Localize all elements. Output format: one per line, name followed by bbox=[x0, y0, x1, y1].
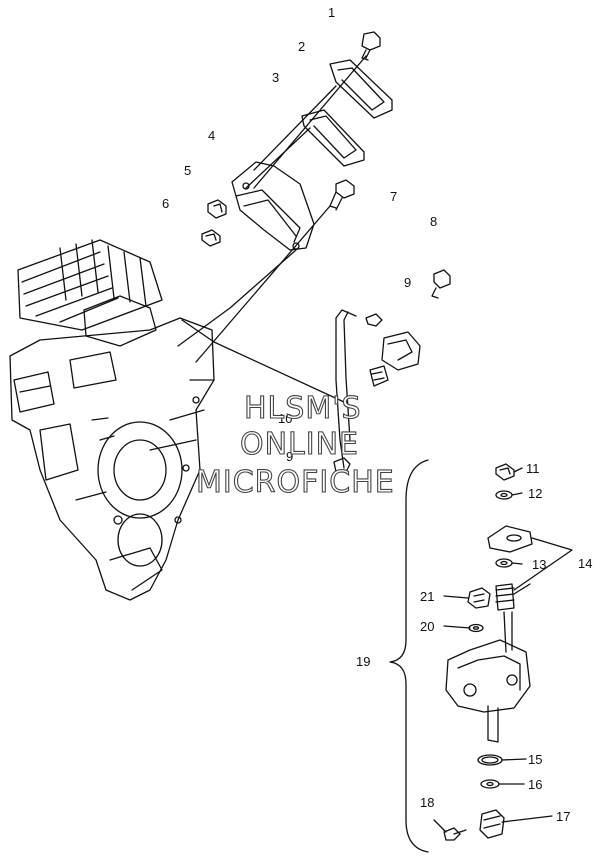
part-5-nut bbox=[207, 199, 227, 219]
part-11-nut bbox=[495, 463, 515, 481]
part-1-bolt bbox=[361, 31, 381, 61]
callout-6: 6 bbox=[162, 196, 169, 211]
part-2-cover-plate bbox=[329, 59, 393, 119]
callout-14: 14 bbox=[578, 556, 592, 571]
assembly-bracket-19 bbox=[389, 459, 429, 853]
callout-18: 18 bbox=[420, 795, 434, 810]
engine-crankcase bbox=[9, 239, 215, 601]
callout-11: 11 bbox=[526, 461, 540, 476]
part-21-gear bbox=[467, 587, 491, 609]
callout-12: 12 bbox=[528, 486, 542, 501]
leader-line bbox=[177, 85, 337, 347]
callout-9-lower: 9 bbox=[286, 449, 293, 464]
oil-pump-upper bbox=[369, 331, 421, 387]
callout-16: 16 bbox=[528, 777, 542, 792]
callout-13: 13 bbox=[532, 557, 546, 572]
callout-15: 15 bbox=[528, 752, 542, 767]
part-13-washer bbox=[495, 558, 513, 568]
callout-9: 9 bbox=[404, 275, 411, 290]
callout-leaders bbox=[433, 467, 573, 833]
callout-20: 20 bbox=[420, 619, 434, 634]
part-9-clip bbox=[365, 313, 383, 327]
callout-21: 21 bbox=[420, 589, 434, 604]
leader-line bbox=[195, 205, 331, 363]
part-7-fitting bbox=[329, 179, 355, 211]
part-17-drive-gear bbox=[479, 809, 505, 839]
part-8-fitting bbox=[431, 269, 451, 299]
part-20-washer bbox=[468, 623, 484, 633]
callout-4: 4 bbox=[208, 128, 215, 143]
part-16-washer bbox=[480, 779, 500, 789]
callout-19: 19 bbox=[356, 654, 370, 669]
leader-line bbox=[253, 55, 367, 189]
callout-3: 3 bbox=[272, 70, 279, 85]
callout-7: 7 bbox=[390, 189, 397, 204]
callout-10: 10 bbox=[278, 411, 292, 426]
callout-5: 5 bbox=[184, 163, 191, 178]
callout-labels: 1 2 3 4 5 6 7 8 9 10 9 11 12 13 14 15 16… bbox=[162, 5, 592, 824]
watermark-line-1: HLSM'S bbox=[244, 391, 362, 426]
part-4-housing bbox=[231, 161, 315, 251]
callout-17: 17 bbox=[556, 809, 570, 824]
callout-8: 8 bbox=[430, 214, 437, 229]
part-3-gasket bbox=[301, 109, 365, 167]
oil-pump-body bbox=[445, 611, 531, 743]
watermark-line-2: ONLINE bbox=[240, 427, 359, 462]
breather-tube bbox=[335, 309, 357, 469]
part-18-screw bbox=[443, 827, 467, 841]
watermark: HLSM'S ONLINE MICROFICHE bbox=[195, 390, 395, 500]
part-12-washer bbox=[495, 490, 513, 500]
part-6-nut bbox=[201, 229, 221, 247]
watermark-line-3: MICROFICHE bbox=[196, 465, 395, 500]
part-14-gear bbox=[495, 583, 515, 611]
part-9-lower-clip bbox=[333, 457, 351, 473]
part-14-cover bbox=[487, 525, 533, 553]
callout-2: 2 bbox=[298, 39, 305, 54]
callout-1: 1 bbox=[328, 5, 335, 20]
part-15-o-ring bbox=[477, 754, 503, 766]
leader-line bbox=[181, 319, 345, 403]
